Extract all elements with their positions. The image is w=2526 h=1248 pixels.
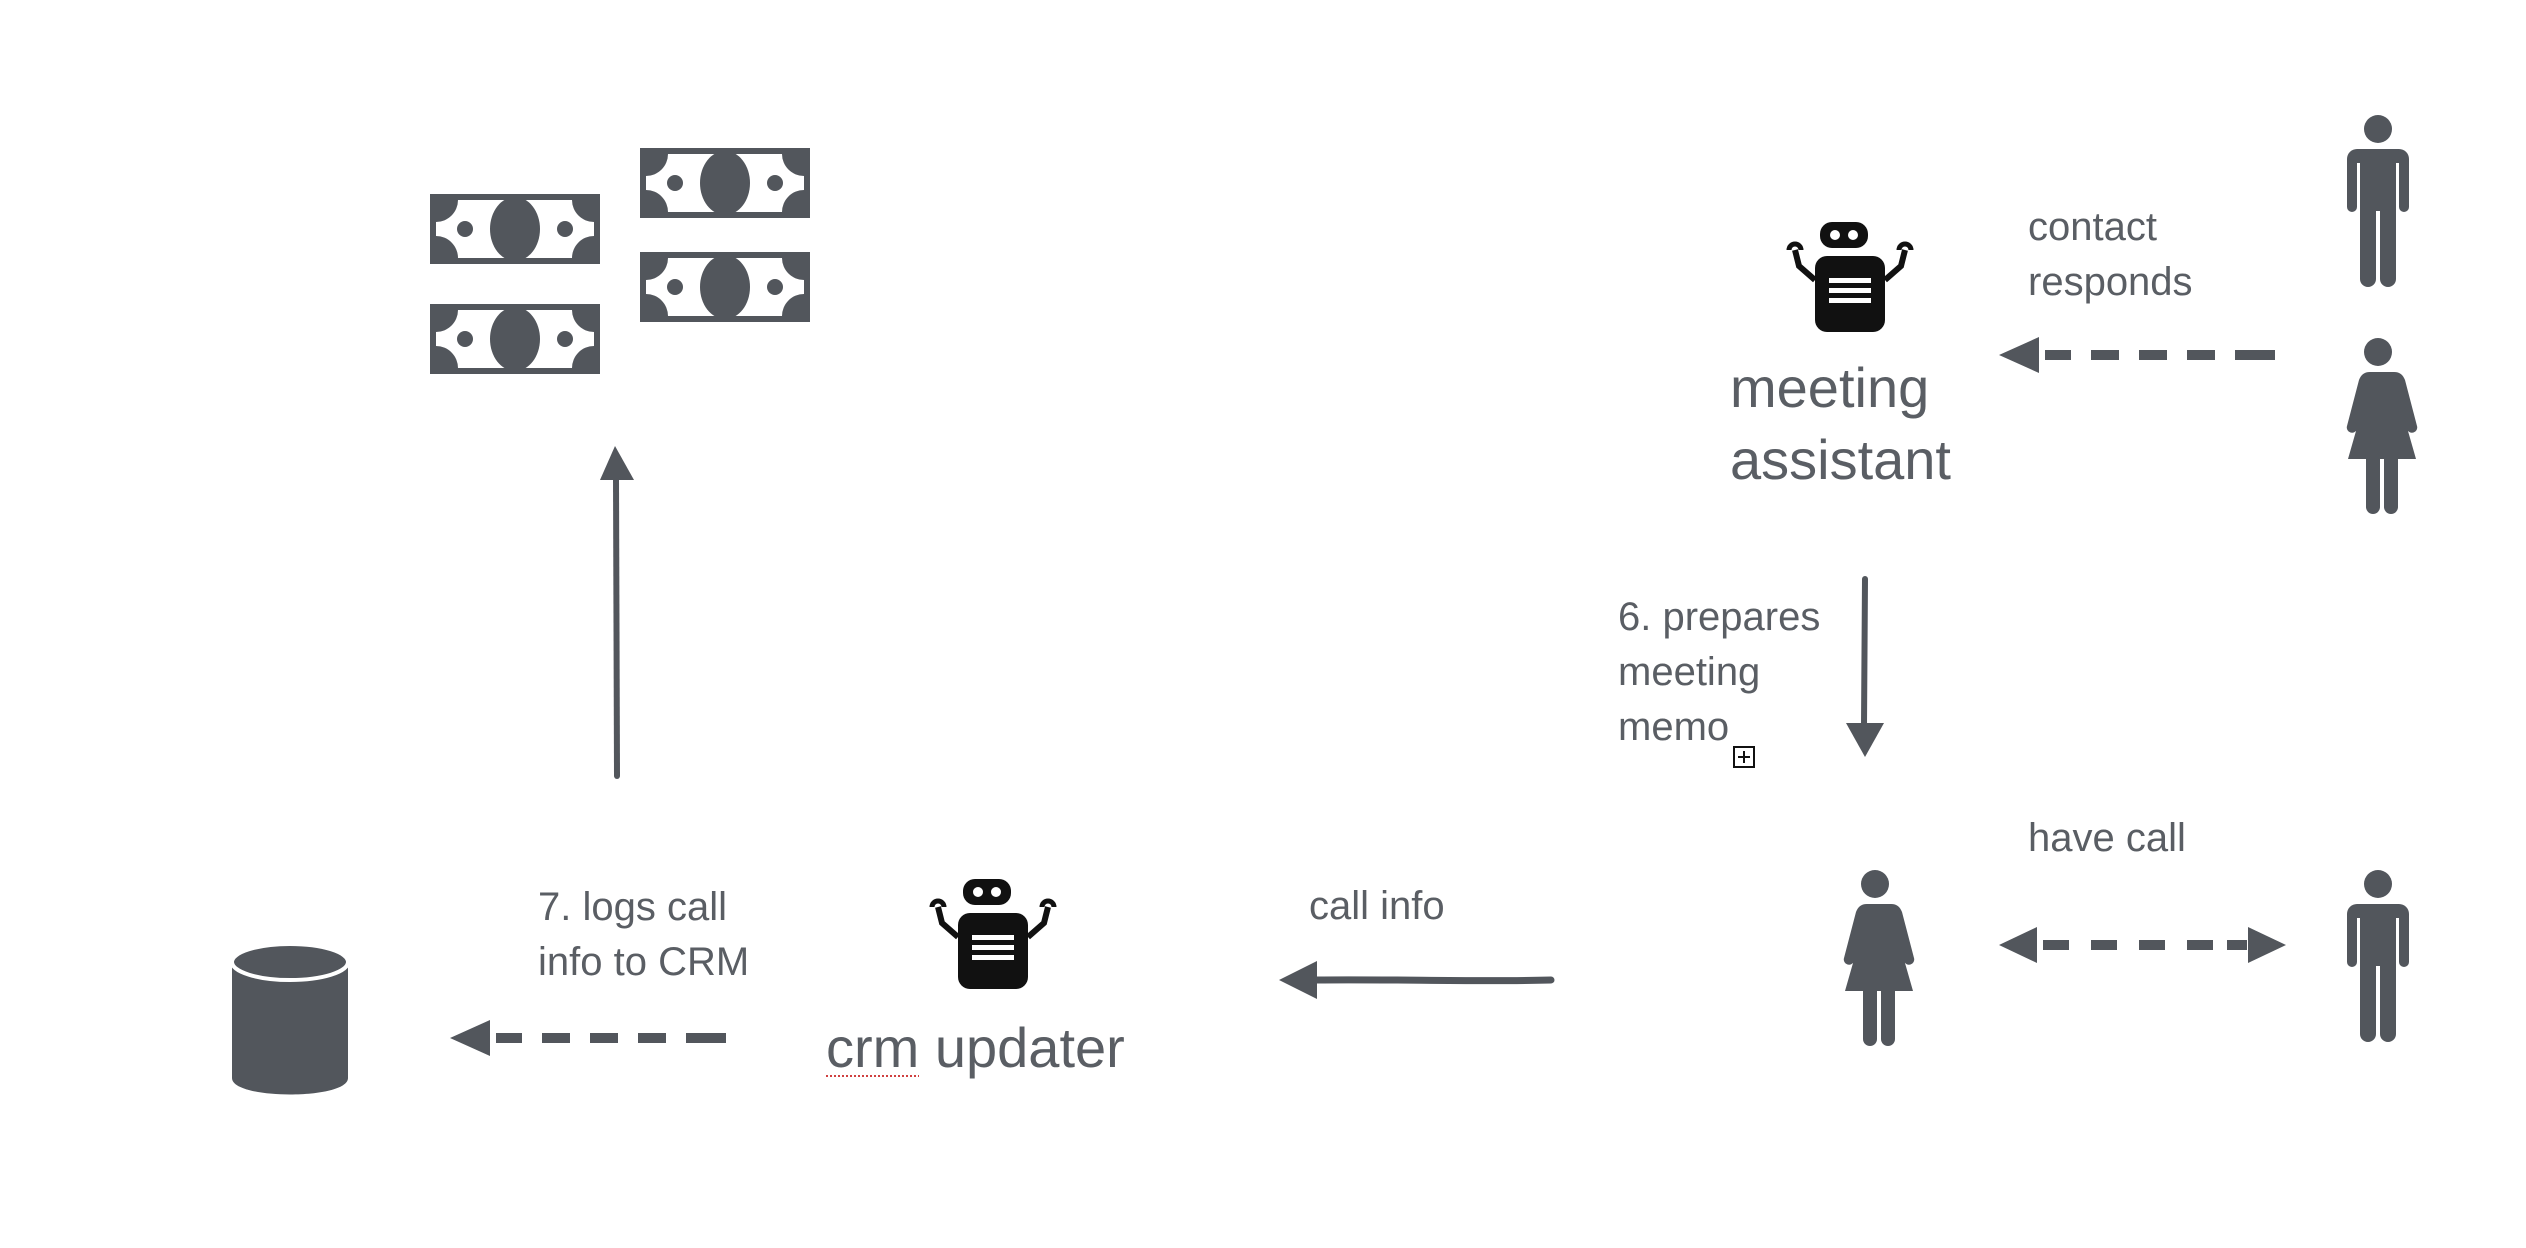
down-arrow-icon xyxy=(1846,576,1884,757)
dashed-double-arrow-icon xyxy=(1999,927,2286,963)
dashed-arrow-left-icon xyxy=(450,1020,726,1056)
contact-responds-label: contact responds xyxy=(2028,205,2193,304)
crm-updater-label: crm updater xyxy=(826,1020,1125,1076)
man-icon xyxy=(2347,115,2409,287)
dashed-arrow-left-icon xyxy=(1999,337,2275,373)
logs-call-label: 7. logs call info to CRM xyxy=(538,885,750,984)
prepares-memo-label: 6. prepares meeting memo xyxy=(1618,595,1821,749)
bill-icon xyxy=(430,304,600,374)
woman-icon xyxy=(2346,338,2418,514)
plus-box-icon[interactable] xyxy=(1733,746,1755,768)
man-icon xyxy=(2347,870,2409,1042)
up-arrow-icon xyxy=(600,446,634,779)
crm-word[interactable]: crm xyxy=(826,1016,920,1079)
bill-icon xyxy=(430,194,600,264)
robot-icon xyxy=(1786,222,1914,332)
bill-icon xyxy=(640,252,810,322)
have-call-label: have call xyxy=(2028,816,2186,860)
meeting-assistant-label: meeting assistant xyxy=(1730,356,1951,491)
call-info-label: call info xyxy=(1309,884,1445,928)
database-icon xyxy=(230,942,350,1095)
woman-icon xyxy=(1843,870,1915,1046)
bill-icon xyxy=(640,148,810,218)
robot-icon xyxy=(929,879,1057,989)
money-stack-icon xyxy=(430,148,810,374)
updater-word: updater xyxy=(934,1016,1125,1079)
left-arrow-icon xyxy=(1279,961,1555,999)
